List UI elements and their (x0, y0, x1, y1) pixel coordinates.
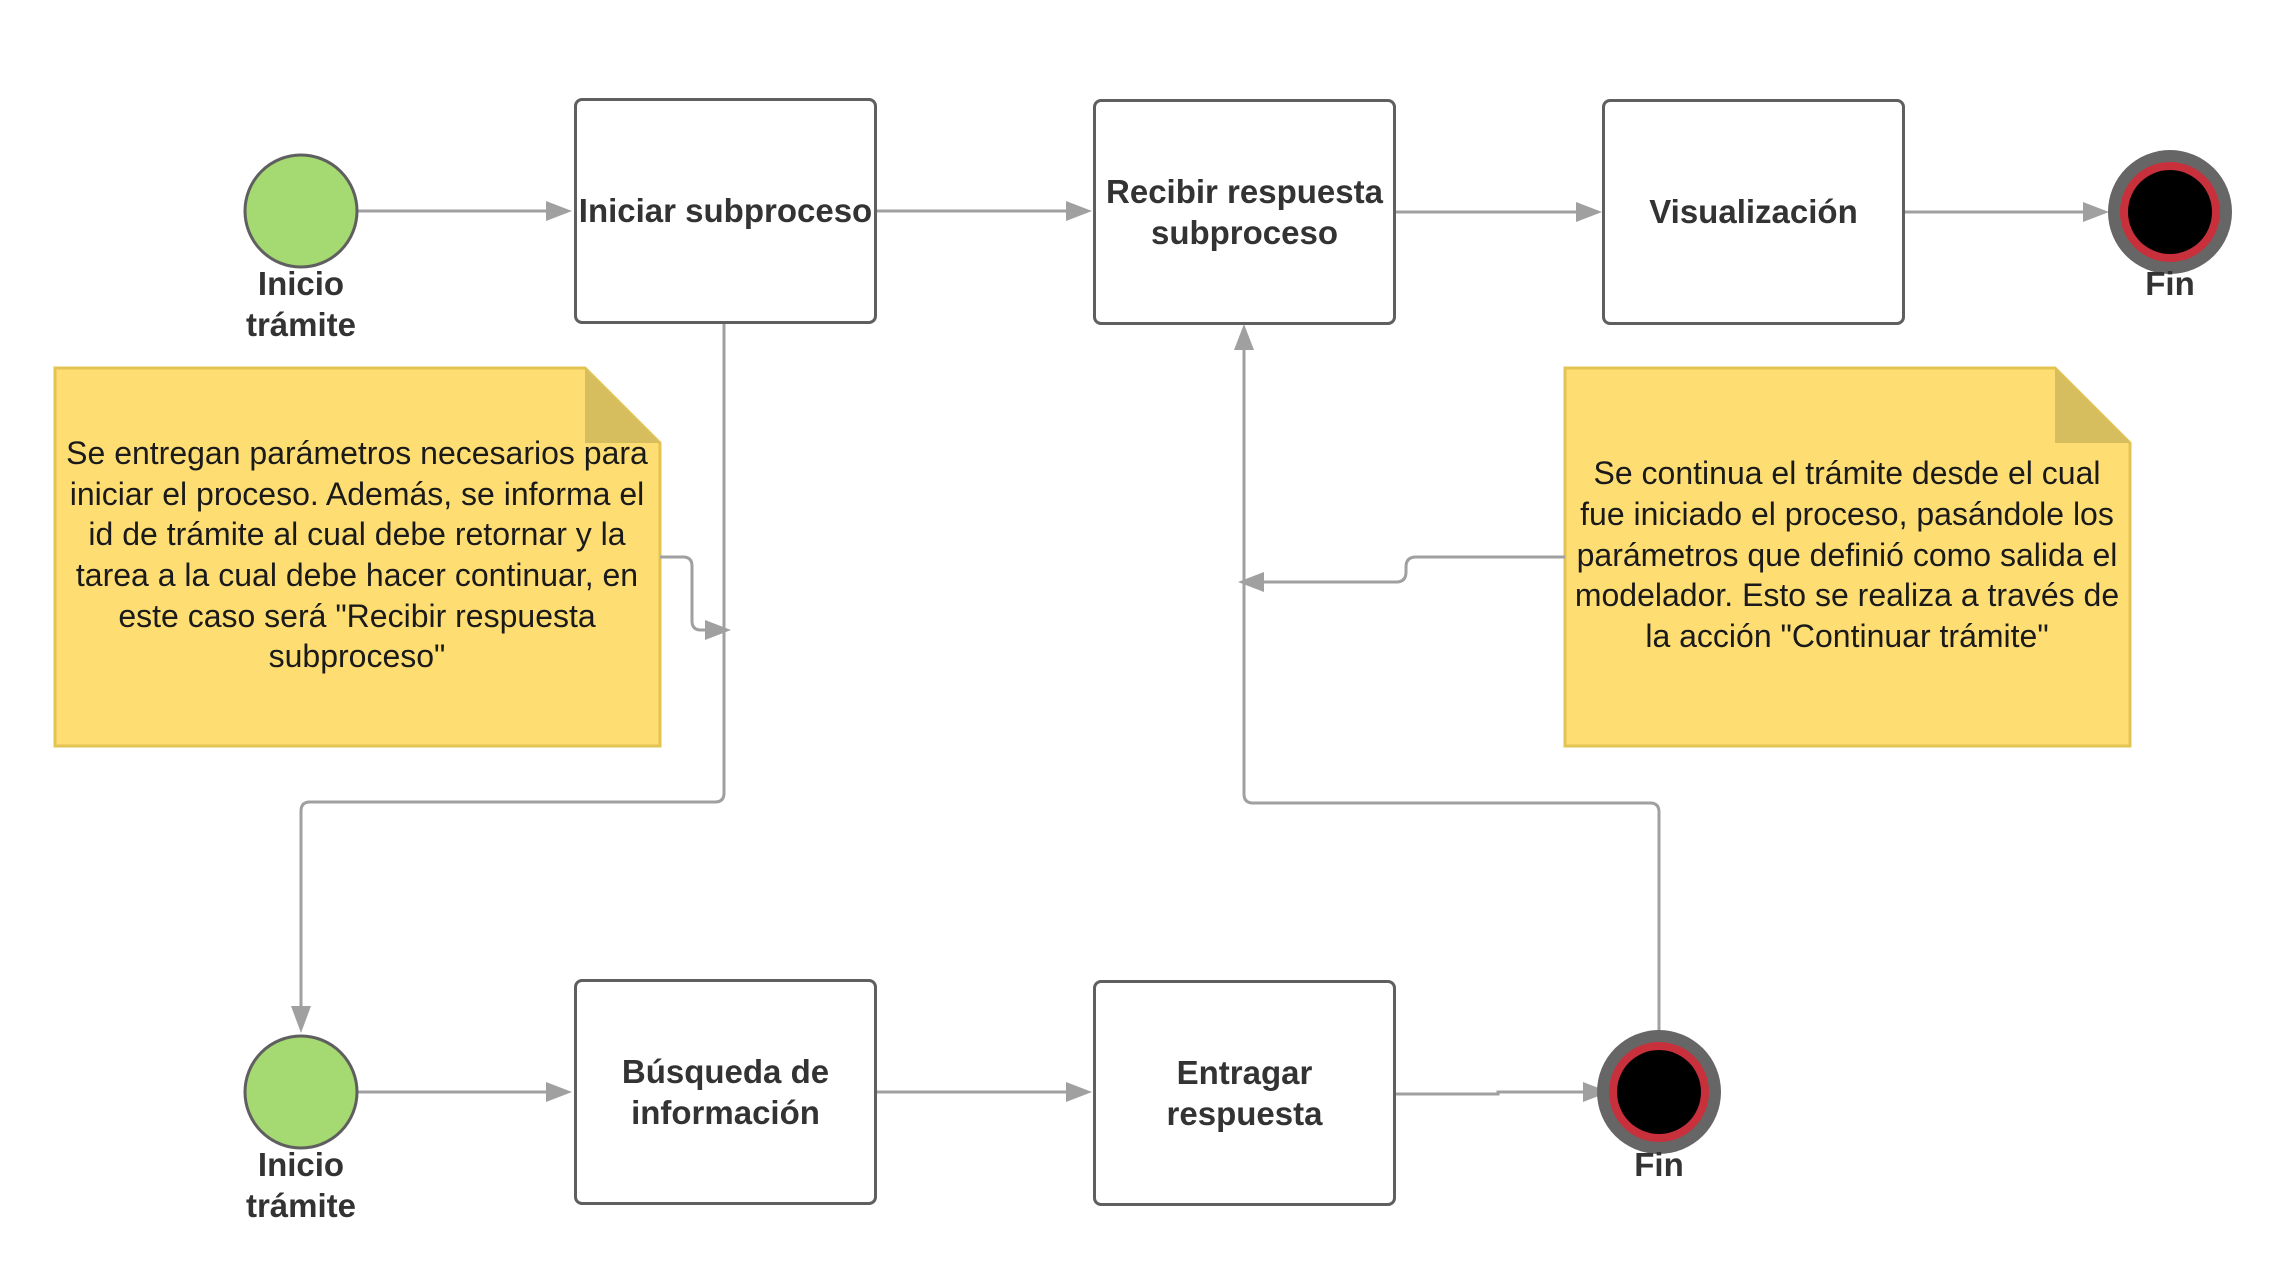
task-visualizacion[interactable]: Visualización (1602, 99, 1905, 325)
task-label: Entragar respuesta (1166, 1053, 1323, 1132)
note-right (1563, 366, 2132, 748)
start-event-bottom (243, 1034, 359, 1150)
task-label: Búsqueda de información (621, 1052, 830, 1131)
arrow-head-icon (1238, 572, 1264, 592)
task-label: Recibir respuesta subproceso (1106, 172, 1383, 251)
connector-bottom-end-to-top-task2 (1242, 338, 1661, 1033)
task-entragar-respuesta[interactable]: Entragar respuesta (1093, 980, 1396, 1206)
connector-note-left (660, 555, 712, 632)
start-event-top-label: Inicio trámite (245, 265, 357, 344)
arrow-head-icon (546, 201, 572, 221)
task-label: Visualización (1649, 193, 1858, 231)
connector-task1-to-bottom-start (299, 324, 726, 1008)
task-recibir-respuesta-subproceso[interactable]: Recibir respuesta subproceso (1093, 99, 1396, 325)
note-left-text: Se entregan parámetros necesarios para i… (62, 425, 652, 685)
arrow-head-icon (291, 1006, 311, 1033)
arrow-head-icon (1583, 1082, 1609, 1102)
arrow-head-icon (546, 1082, 572, 1102)
end-event-bottom (1597, 1030, 1721, 1154)
note-fold-icon (585, 368, 660, 443)
end-event-top (2108, 150, 2232, 274)
note-left-content: Se entregan parámetros necesarios para i… (66, 435, 648, 675)
start-event-bottom-label: Inicio trámite (245, 1146, 357, 1225)
task-busqueda-de-informacion[interactable]: Búsqueda de información (574, 979, 877, 1205)
arrow-head-icon (1066, 1082, 1092, 1102)
end-event-bottom-label: Fin (1634, 1146, 1684, 1183)
start-event-top (243, 153, 359, 269)
arrow-head-icon (1234, 324, 1254, 350)
task-label: Iniciar subproceso (578, 192, 873, 230)
arrow-head-icon (1576, 202, 1602, 222)
arrow-head-icon (1066, 201, 1092, 221)
end-event-top-label: Fin (2145, 265, 2195, 302)
note-fold-icon (2055, 368, 2130, 443)
connector-note-right (1260, 555, 1565, 584)
connector-bottom-task2-to-end (1396, 1090, 1587, 1096)
task-iniciar-subproceso[interactable]: Iniciar subproceso (574, 98, 877, 324)
note-right-content: Se continua el trámite desde el cual fue… (1574, 455, 2120, 654)
arrow-head-icon (2083, 202, 2109, 222)
arrow-head-icon (705, 620, 731, 640)
note-right-text: Se continua el trámite desde el cual fue… (1572, 425, 2122, 685)
note-left (53, 366, 662, 748)
